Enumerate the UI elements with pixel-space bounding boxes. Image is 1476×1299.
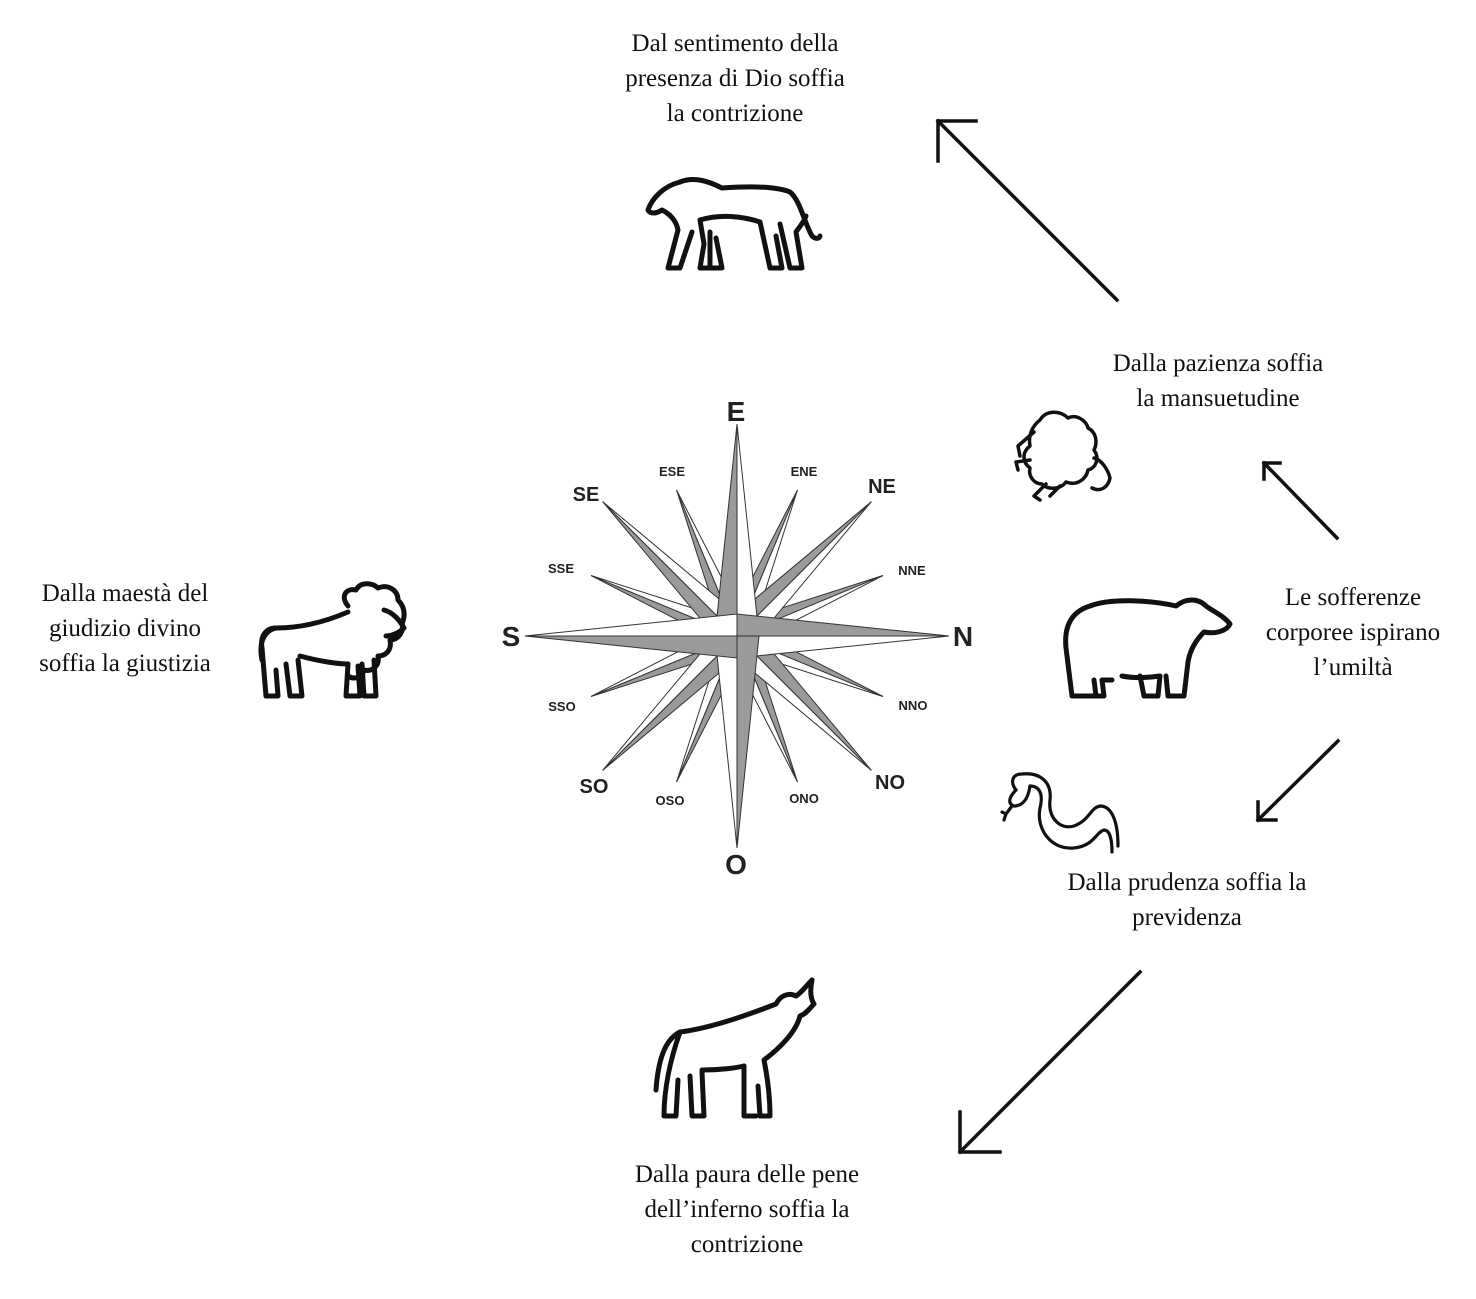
caption-sheep: Dalla pazienza soffia la mansuetudine	[1070, 346, 1366, 416]
caption-line: presenza di Dio soffia	[625, 65, 845, 92]
sheep-icon	[1014, 410, 1112, 502]
caption-line: la contrizione	[666, 100, 804, 127]
lion-icon	[258, 581, 407, 699]
caption-line: giudizio divino	[48, 615, 202, 642]
compass-label-e: E	[727, 396, 746, 427]
compass-label-ne: NE	[868, 476, 896, 498]
caption-line: l’umiltà	[1313, 654, 1393, 681]
wolf-icon	[653, 977, 817, 1119]
compass-ray-dark	[714, 423, 738, 637]
caption-east: Le sofferenze corporee ispirano l’umiltà	[1240, 580, 1466, 685]
caption-south: Dalla paura delle pene dell’inferno soff…	[590, 1157, 904, 1262]
compass-ray-light	[736, 423, 760, 637]
compass-label-s: S	[502, 621, 521, 652]
compass-label-se: SE	[573, 484, 600, 506]
compass-label-sso: SSO	[548, 699, 575, 714]
caption-line: Dal sentimento della	[631, 30, 839, 57]
caption-line: corporee ispirano	[1265, 619, 1441, 646]
caption-line: la mansuetudine	[1136, 385, 1300, 412]
compass-ray-dark	[736, 635, 760, 849]
caption-west: Dalla maestà del giudizio divino soffia …	[10, 576, 240, 681]
compass-label-sse: SSE	[548, 561, 574, 576]
compass-ray-dark	[736, 613, 950, 637]
arrow-to-sheep	[1261, 460, 1340, 541]
compass-label-ese: ESE	[659, 464, 685, 479]
compass-rose	[524, 423, 950, 849]
compass-ray-dark	[524, 635, 738, 659]
compass-label-ene: ENE	[791, 464, 818, 479]
caption-line: Le sofferenze	[1284, 584, 1422, 611]
caption-line: Dalla maestà del	[41, 580, 209, 607]
compass-label-oso: OSO	[656, 793, 685, 808]
caption-line: contrizione	[690, 1231, 804, 1258]
snake-icon	[1000, 772, 1120, 854]
caption-line: Dalla paura delle pene	[634, 1161, 860, 1188]
bear-icon	[1063, 597, 1233, 699]
compass-ray-light	[524, 613, 738, 637]
compass-label-nne: NNE	[898, 563, 926, 578]
arrow-to-north	[935, 118, 1120, 303]
compass-label-nno: NNO	[899, 698, 928, 713]
caption-line: previdenza	[1132, 904, 1242, 931]
compass-label-ono: ONO	[789, 791, 819, 806]
caption-snake: Dalla prudenza soffia la previdenza	[1030, 865, 1344, 935]
caption-line: Dalla pazienza soffia	[1112, 350, 1324, 377]
caption-north: Dal sentimento della presenza di Dio sof…	[560, 26, 910, 131]
caption-line: Dalla prudenza soffia la	[1067, 869, 1307, 896]
arrow-to-south	[957, 969, 1143, 1155]
compass-label-o: O	[725, 849, 747, 880]
caption-line: soffia la giustizia	[39, 650, 211, 677]
compass-ray-light	[736, 635, 950, 659]
compass-label-no: NO	[875, 772, 905, 794]
compass-label-n: N	[953, 621, 973, 652]
arrow-to-snake	[1255, 738, 1341, 823]
compass-label-so: SO	[580, 776, 609, 798]
tiger-icon	[645, 177, 823, 271]
caption-line: dell’inferno soffia la	[644, 1196, 850, 1223]
compass-labels: E ENE NE NNE N NNO NO ONO O OSO SO SSO S…	[502, 396, 973, 880]
compass-ray-light	[714, 635, 738, 849]
